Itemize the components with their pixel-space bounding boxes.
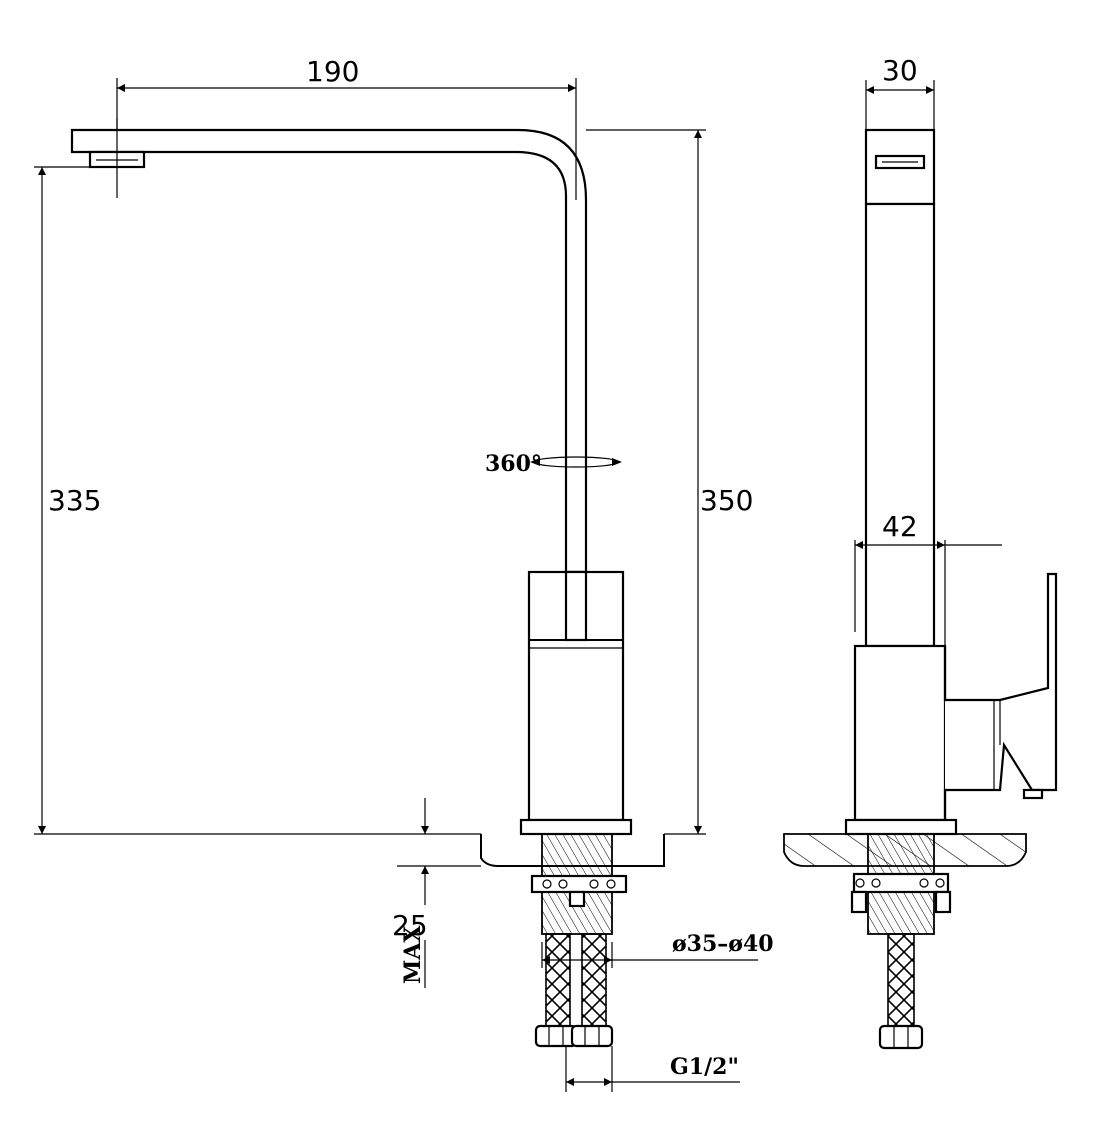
side-mounting-nut: [850, 872, 952, 914]
dim-spout-depth: 30: [865, 54, 935, 130]
hose-right: [581, 933, 607, 1027]
dim-spout-height: 335: [34, 166, 481, 835]
front-view: 360°: [34, 55, 774, 1092]
dim-max-deck: 25 MAX: [392, 798, 481, 988]
base-flange: [519, 818, 633, 836]
dim-overall-height: 350: [586, 129, 753, 835]
svg-text:25: 25: [392, 909, 428, 942]
side-tube: [864, 202, 936, 648]
spout: [70, 128, 588, 574]
rotation-indicator: 360°: [485, 451, 622, 477]
rotation-label: 360°: [485, 451, 542, 477]
side-hose: [887, 933, 915, 1027]
svg-text:335: 335: [48, 484, 101, 517]
mounting-nut: [530, 874, 628, 908]
hose-left: [545, 933, 571, 1027]
hose-nuts: [534, 1024, 614, 1048]
svg-text:MAX: MAX: [400, 925, 426, 984]
side-view: 30 42: [783, 54, 1058, 1050]
side-hose-nut: [878, 1024, 924, 1050]
side-base-flange: [844, 818, 958, 836]
svg-text:ø35–ø40: ø35–ø40: [672, 931, 774, 957]
dim-hole-diameter: ø35–ø40: [541, 931, 774, 968]
svg-text:42: 42: [882, 510, 918, 543]
dim-spout-reach: 190: [116, 55, 577, 200]
svg-text:G1/2": G1/2": [670, 1054, 739, 1080]
dim-body-width: 42: [854, 510, 1002, 646]
countertop: [480, 834, 665, 867]
dim-connection: G1/2": [565, 1046, 740, 1092]
svg-text:350: 350: [700, 484, 753, 517]
side-body: [853, 644, 947, 822]
svg-text:190: 190: [306, 55, 359, 88]
svg-text:30: 30: [882, 54, 918, 87]
side-lever: [943, 572, 1058, 820]
